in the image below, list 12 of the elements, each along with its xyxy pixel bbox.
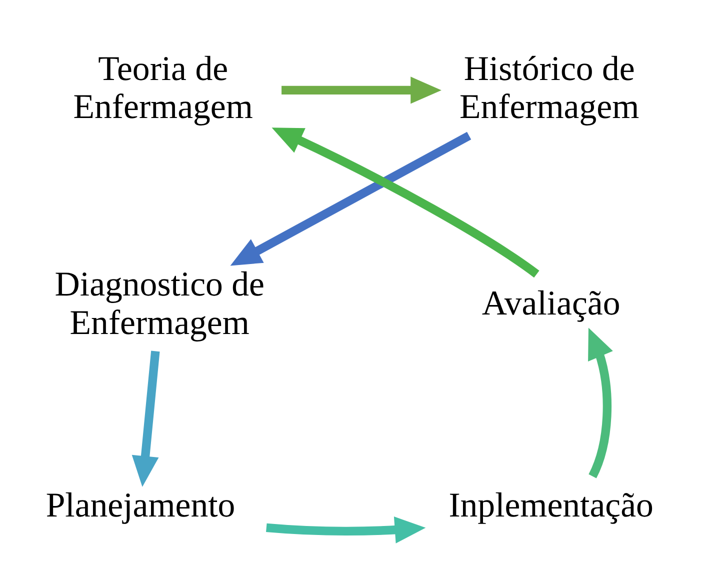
arrow xyxy=(230,132,472,266)
arrow xyxy=(282,76,442,104)
arrow xyxy=(588,328,613,478)
node-text: Teoria de Enfermagem xyxy=(73,48,253,126)
node-text: Planejamento xyxy=(46,485,236,524)
node-text: Histórico de Enfermagem xyxy=(460,48,640,126)
node-text: Diagnostico de Enfermagem xyxy=(54,264,264,342)
arrow xyxy=(266,516,426,544)
arrow xyxy=(272,128,540,278)
node-text: Inplementação xyxy=(448,485,654,524)
node-text: Avaliação xyxy=(482,284,620,323)
arrow xyxy=(132,350,160,487)
